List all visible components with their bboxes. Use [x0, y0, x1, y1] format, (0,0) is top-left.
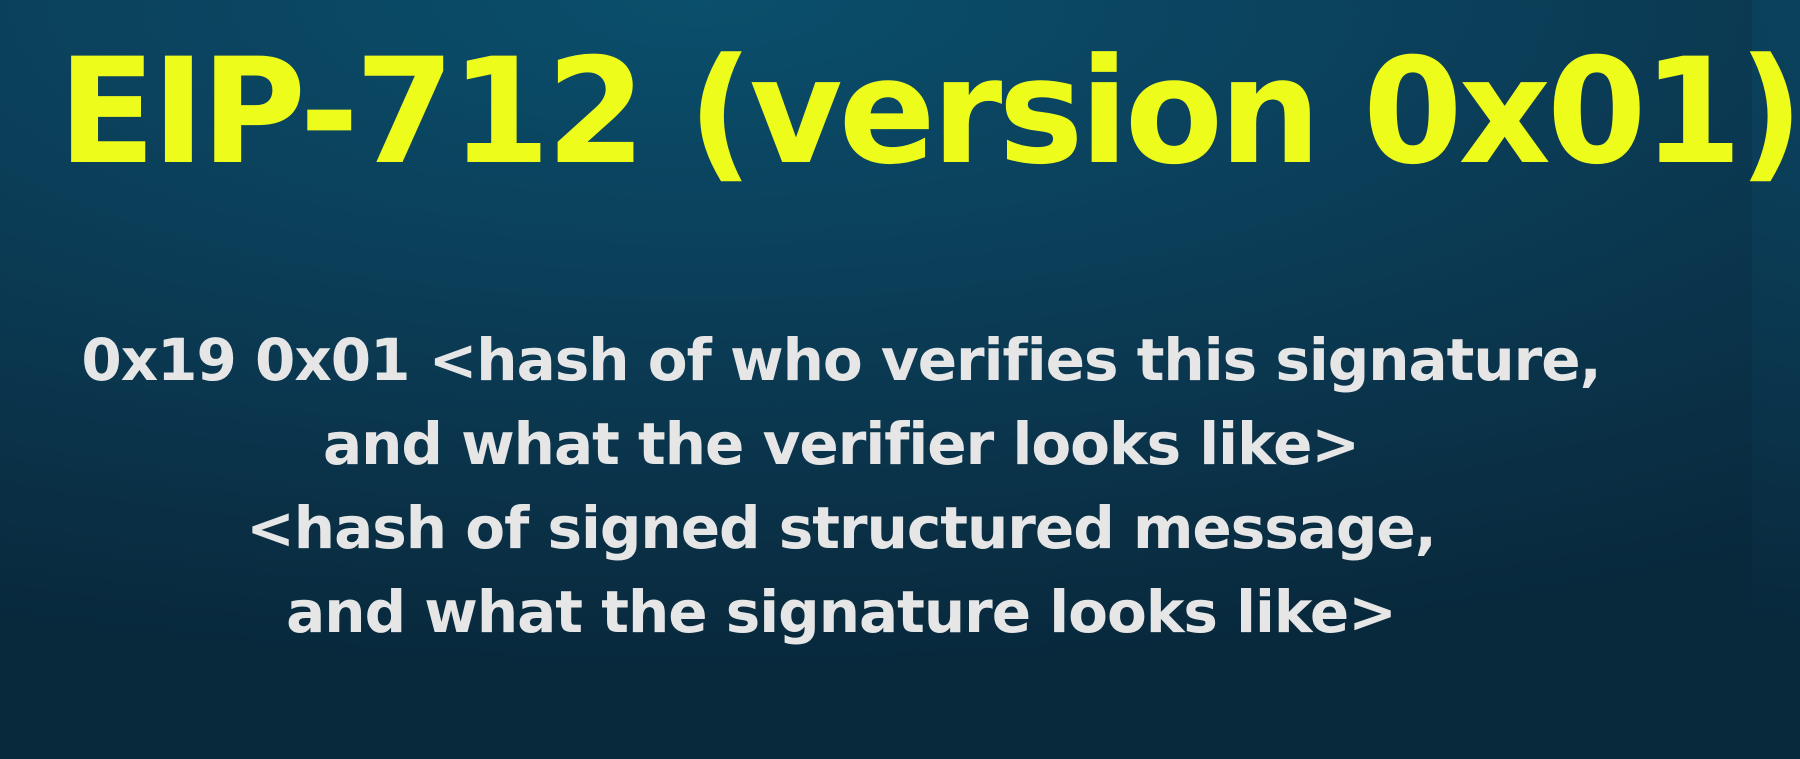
body-line-2: and what the verifier looks like>: [322, 410, 1360, 478]
body-line-1: 0x19 0x01 <hash of who verifies this sig…: [81, 326, 1601, 394]
slide-body: 0x19 0x01 <hash of who verifies this sig…: [0, 318, 1682, 654]
body-line-3: <hash of signed structured message,: [246, 494, 1437, 562]
body-line-4: and what the signature looks like>: [286, 578, 1397, 646]
slide-title: EIP-712 (version 0x01): [58, 27, 1800, 197]
slide: EIP-712 (version 0x01) 0x19 0x01 <hash o…: [0, 27, 1800, 654]
